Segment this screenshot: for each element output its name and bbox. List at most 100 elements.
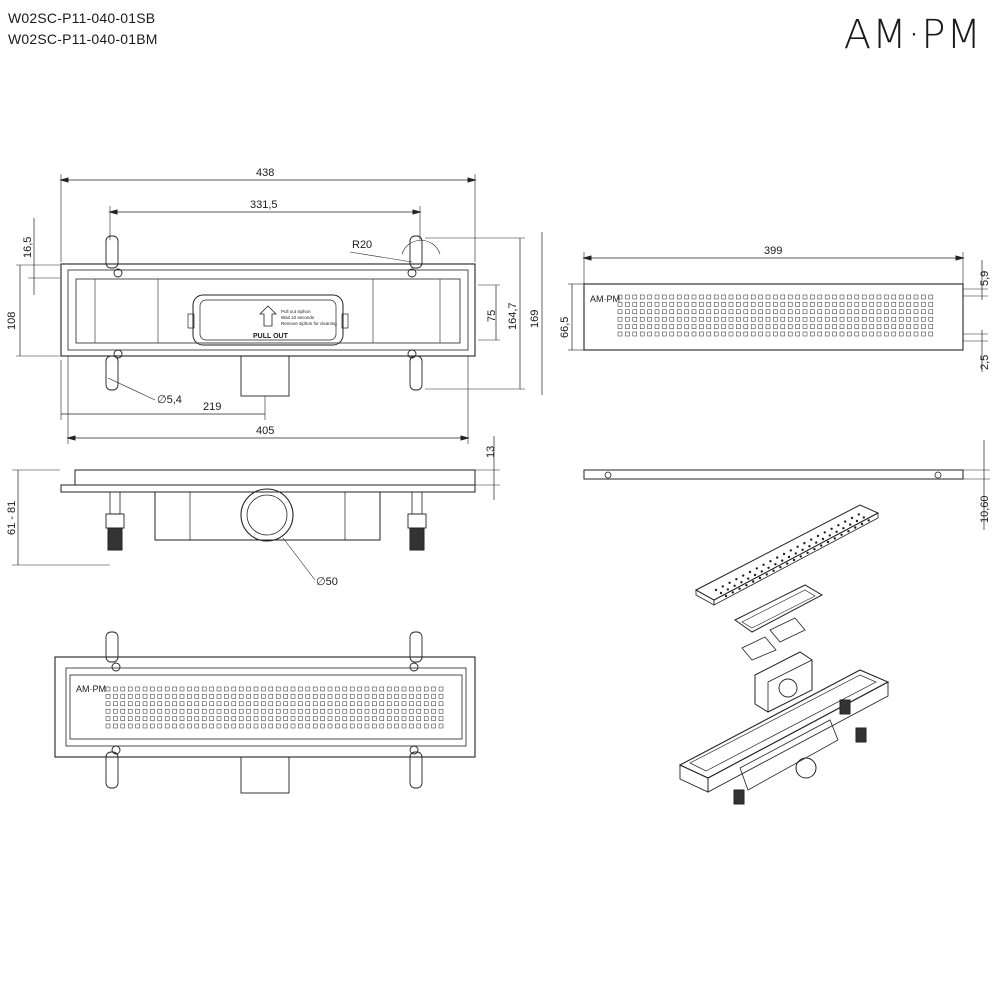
perforation-hole	[830, 527, 833, 530]
perforation-hole	[290, 723, 296, 729]
perforation-hole	[884, 302, 889, 307]
perforation-hole	[253, 701, 259, 707]
grate-logo: AM·PM	[590, 294, 620, 304]
perforation-hole	[891, 324, 897, 329]
perforation-hole	[721, 331, 726, 337]
perforation-hole	[758, 309, 763, 315]
perforation-hole	[105, 686, 111, 692]
perforation-hole	[742, 574, 745, 577]
perforation-hole	[364, 708, 370, 714]
perforation-hole	[224, 686, 229, 692]
perforation-hole	[120, 723, 126, 729]
perforation-hole	[401, 723, 407, 729]
perforation-hole	[755, 567, 758, 570]
perforation-hole	[821, 537, 825, 541]
perforation-hole	[201, 694, 207, 699]
perforation-hole	[409, 694, 414, 699]
perforation-hole	[706, 331, 712, 337]
perforation-hole	[810, 309, 815, 315]
perforation-hole	[312, 723, 318, 729]
perforation-hole	[810, 294, 815, 300]
perforation-hole	[802, 294, 808, 300]
perforation-hole	[224, 723, 229, 729]
perforation-hole	[801, 548, 804, 551]
perforation-hole	[699, 302, 704, 307]
perforation-hole	[335, 701, 340, 707]
perforation-hole	[787, 331, 793, 337]
perforation-hole	[142, 701, 148, 707]
perforation-hole	[699, 331, 704, 337]
perforation-hole	[231, 686, 237, 692]
perforation-hole	[224, 694, 229, 699]
perforation-hole	[928, 331, 934, 337]
brand-logo: AM·PM	[843, 12, 982, 58]
perforation-hole	[216, 723, 222, 729]
perforation-hole	[806, 551, 809, 554]
perforation-hole	[906, 316, 911, 322]
perforation-hole	[847, 530, 850, 533]
perforation-hole	[876, 324, 882, 329]
perforation-hole	[209, 723, 214, 729]
perforation-hole	[861, 324, 867, 329]
perforation-hole	[898, 294, 904, 300]
perforation-hole	[654, 324, 660, 329]
perforation-hole	[194, 686, 200, 692]
perforation-hole	[253, 723, 259, 729]
dim-grate-length: 399	[764, 245, 782, 257]
perforation-hole	[617, 324, 623, 329]
perforation-hole	[861, 331, 867, 337]
perforation-hole	[312, 701, 318, 707]
perforation-hole	[172, 716, 177, 721]
perforation-hole	[120, 701, 126, 707]
perforation-hole	[758, 324, 763, 329]
perforation-hole	[810, 324, 815, 329]
perforation-hole	[913, 324, 919, 329]
perforation-hole	[327, 701, 333, 707]
perforation-hole	[335, 716, 340, 721]
perforation-hole	[654, 302, 660, 307]
perforation-hole	[423, 686, 429, 692]
perforation-hole	[820, 544, 823, 547]
perforation-hole	[135, 694, 140, 699]
perforation-hole	[305, 716, 311, 721]
perforation-hole	[839, 309, 845, 315]
perforation-hole	[706, 324, 712, 329]
perforation-hole	[298, 708, 303, 714]
perforation-hole	[201, 701, 207, 707]
perforation-hole	[676, 316, 682, 322]
perforation-hole	[808, 545, 811, 548]
perforation-hole	[835, 530, 838, 533]
perforation-hole	[750, 324, 756, 329]
perforation-hole	[335, 694, 340, 699]
perforation-hole	[654, 316, 660, 322]
perforation-hole	[268, 716, 274, 721]
perforation-hole	[876, 302, 882, 307]
perforation-hole	[253, 686, 259, 692]
assembled-view: AM·PM	[54, 631, 476, 794]
perforation-hole	[275, 716, 281, 721]
perforation-hole	[246, 686, 251, 692]
perforation-hole	[298, 686, 303, 692]
perforation-hole	[261, 694, 266, 699]
perforation-hole	[773, 324, 778, 329]
perforation-hole	[760, 570, 763, 573]
perforation-hole	[386, 701, 392, 707]
perforation-hole	[782, 552, 786, 556]
perforation-hole	[261, 708, 266, 714]
perforation-hole	[357, 701, 362, 707]
perforation-hole	[357, 694, 362, 699]
perforation-hole	[238, 708, 244, 714]
perforation-hole	[647, 331, 652, 337]
perforation-hole	[810, 331, 815, 337]
perforation-hole	[789, 549, 792, 552]
perforation-hole	[795, 294, 800, 300]
perforation-hole	[639, 302, 645, 307]
perforation-hole	[113, 723, 118, 729]
perforation-hole	[854, 331, 860, 337]
perforation-hole	[713, 309, 719, 315]
perforation-hole	[699, 324, 704, 329]
perforation-hole	[884, 324, 889, 329]
perforation-hole	[832, 294, 837, 300]
perforation-hole	[676, 294, 682, 300]
perforation-hole	[832, 316, 837, 322]
